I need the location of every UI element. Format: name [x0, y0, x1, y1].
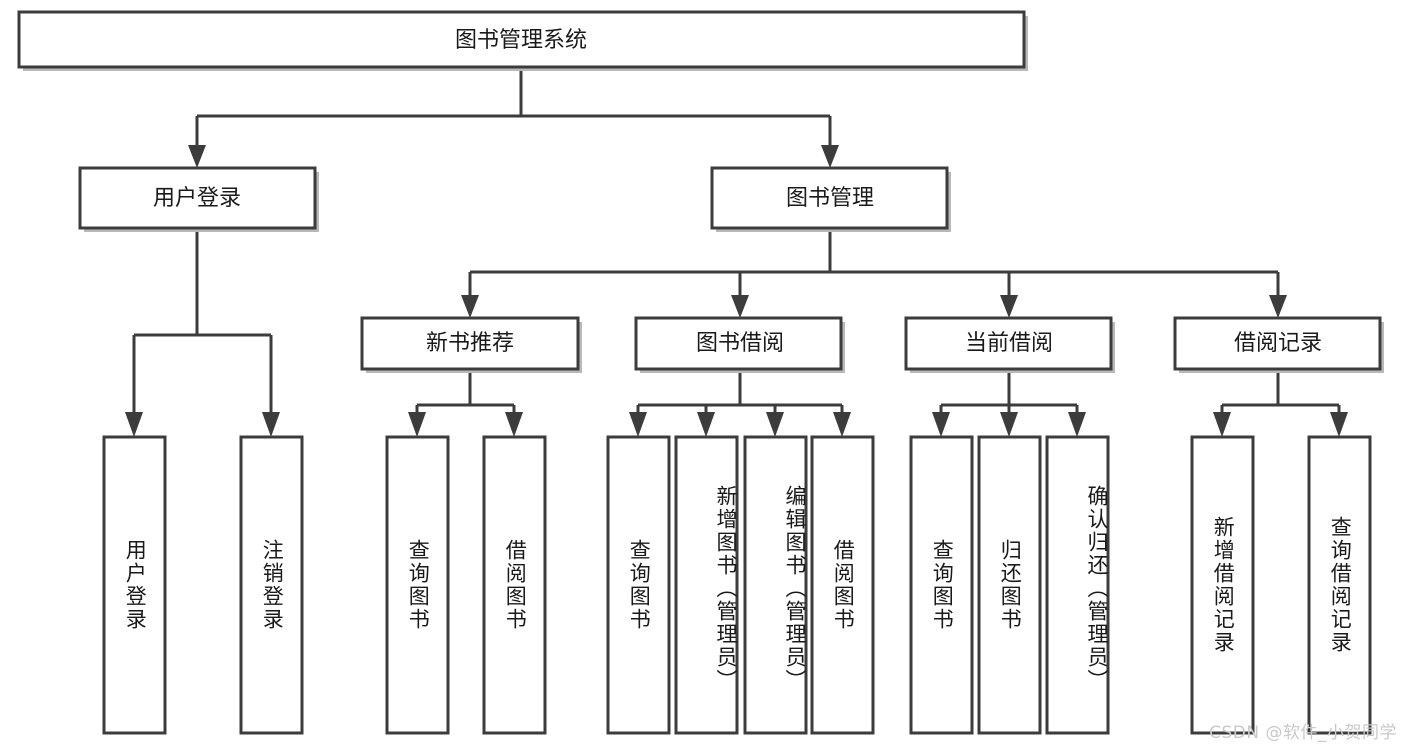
node-user-login-label: 用户登录 [153, 186, 241, 211]
arrow-head-leaf-confirm-return [1068, 412, 1086, 437]
arrow-head-leaf-return-book [1000, 412, 1018, 437]
arrow-head-leaf-edit-book [766, 412, 784, 437]
leaf-box-add-record[interactable] [1190, 435, 1255, 735]
node-new-book-rec-label: 新书推荐 [426, 331, 514, 356]
node-book-manage-label: 图书管理 [786, 186, 874, 211]
node-borrow-record[interactable]: 借阅记录 [1173, 316, 1384, 373]
node-root[interactable]: 图书管理系统 [17, 10, 1028, 71]
arrow-head-current-borrow [1000, 295, 1018, 318]
arrow-head-book-manage [821, 145, 839, 168]
leaf-box-group-book-borrow [606, 435, 875, 735]
leaf-box-add-book[interactable] [674, 435, 739, 735]
leaf-box-borrow-book-b[interactable] [810, 435, 875, 735]
leaf-box-query-book-b[interactable] [606, 435, 671, 735]
arrow-head-user-login [188, 145, 206, 168]
leaf-box-logout[interactable] [239, 435, 304, 735]
node-borrow-record-label: 借阅记录 [1234, 331, 1322, 356]
arrow-head-new-book-rec [461, 295, 479, 318]
connector-group-current-borrow [932, 373, 1086, 437]
arrow-head-leaf-logout [262, 412, 280, 437]
arrow-head-leaf-query-book-c [932, 412, 950, 437]
node-new-book-rec[interactable]: 新书推荐 [360, 316, 582, 373]
leaf-box-user-login[interactable] [102, 435, 167, 735]
arrow-head-leaf-query-book-b [629, 412, 647, 437]
connector-group-borrow-record [1213, 373, 1348, 437]
arrow-head-leaf-query-book-a [408, 412, 426, 437]
connector-group-root [188, 67, 839, 168]
arrow-head-leaf-borrow-book-b [833, 412, 851, 437]
arrow-head-borrow-record [1269, 295, 1287, 318]
arrow-head-leaf-add-book [697, 412, 715, 437]
connector-group-new-book-rec [408, 373, 523, 437]
node-user-login[interactable]: 用户登录 [78, 166, 319, 232]
node-root-label: 图书管理系统 [455, 28, 587, 53]
leaf-box-query-book-a[interactable] [385, 435, 450, 735]
leaf-box-group-new-book-rec [385, 435, 547, 735]
arrow-head-leaf-query-record [1330, 412, 1348, 437]
node-current-borrow-label: 当前借阅 [965, 331, 1053, 356]
leaf-box-query-book-c[interactable] [909, 435, 974, 735]
leaf-box-edit-book[interactable] [743, 435, 808, 735]
arrow-head-leaf-borrow-book-a [505, 412, 523, 437]
leaf-box-confirm-return[interactable] [1045, 435, 1110, 735]
arrow-head-leaf-add-record [1213, 412, 1231, 437]
leaf-box-borrow-book-a[interactable] [482, 435, 547, 735]
connector-group-book-manage [461, 232, 1287, 318]
connector-group-book-borrow [629, 373, 851, 437]
connector-group-user-login [125, 232, 280, 437]
leaf-box-group-user-login [102, 435, 304, 735]
node-book-borrow-label: 图书借阅 [696, 331, 784, 356]
arrow-head-book-borrow [731, 295, 749, 318]
leaf-box-group-current-borrow [909, 435, 1110, 735]
leaf-box-query-record[interactable] [1307, 435, 1372, 735]
watermark-text: CSDN @软件_小贺同学 [1209, 723, 1397, 743]
leaf-box-return-book[interactable] [977, 435, 1042, 735]
leaf-box-group-borrow-record [1190, 435, 1372, 735]
node-book-borrow[interactable]: 图书借阅 [634, 316, 845, 373]
node-current-borrow[interactable]: 当前借阅 [904, 316, 1115, 373]
arrow-head-leaf-user-login [125, 412, 143, 437]
node-book-manage[interactable]: 图书管理 [710, 166, 951, 232]
